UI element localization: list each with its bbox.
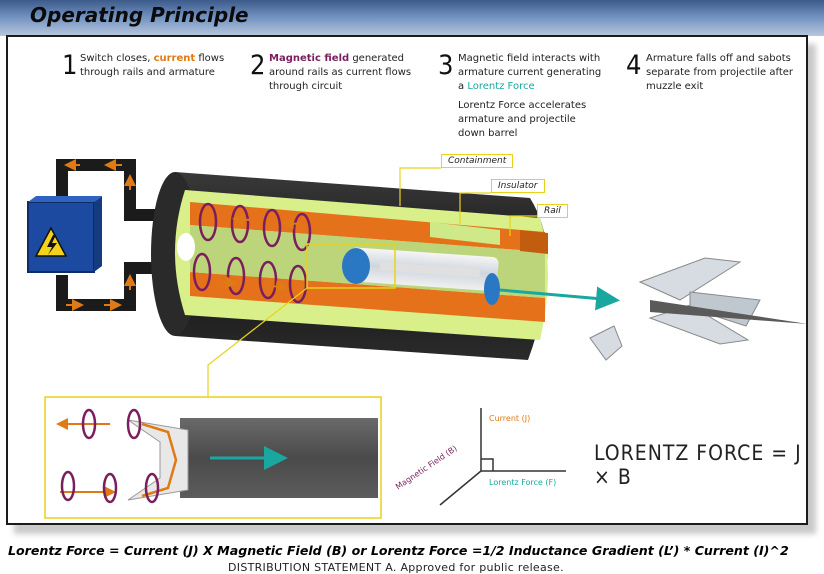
field-loop-2 (230, 204, 250, 244)
step-1-text-pre: Switch closes, (80, 53, 154, 64)
zoom-field-loop-5 (144, 472, 160, 504)
zoom-leader-line (207, 287, 308, 397)
zoom-armature (127, 419, 189, 501)
label-insulator: Insulator (491, 179, 545, 193)
distribution-statement: DISTRIBUTION STATEMENT A. Approved for p… (228, 561, 564, 574)
step-4-number: 4 (626, 50, 642, 81)
circuit-wire-top (56, 159, 160, 221)
armature-blue (342, 248, 370, 284)
step-1-highlight-current: current (153, 53, 196, 64)
step-2-text: Magnetic field generated around rails as… (269, 52, 419, 94)
step-3-text: Magnetic field interacts with armature c… (458, 52, 608, 94)
sabot-top (638, 257, 742, 301)
high-voltage-icon (47, 235, 57, 255)
armature-projectile (342, 247, 620, 311)
step-2-highlight-field: Magnetic field (269, 53, 350, 64)
power-circuit (27, 159, 160, 311)
field-loop-1 (198, 202, 218, 242)
field-loop-4 (292, 212, 312, 252)
label-containment: Containment (441, 154, 514, 168)
bore-end-top (520, 230, 548, 254)
insulator-block (430, 222, 500, 245)
step-3-extra: Lorentz Force accelerates armature and p… (458, 100, 587, 139)
rail-current-arrow-2 (282, 217, 301, 230)
step-1-number: 1 (62, 50, 78, 81)
rail-current-arrow-1 (232, 213, 251, 226)
step-3-number: 3 (438, 50, 454, 81)
power-box-top (28, 196, 102, 202)
rail-current-arrow-3 (219, 276, 238, 289)
projectile-dart (650, 300, 808, 324)
vector-axes (439, 408, 566, 506)
insulator-leader (459, 192, 491, 224)
circuit-wire-bottom (56, 262, 160, 311)
power-box-side (94, 196, 102, 272)
step-3-highlight-lorentz: Lorentz Force (467, 81, 535, 92)
caption: Lorentz Force = Current (J) X Magnetic F… (8, 543, 789, 558)
magnetic-field-loops (192, 202, 312, 304)
page-title: Operating Principle (30, 3, 249, 27)
step-4-text: Armature falls off and sabots separate f… (646, 53, 794, 92)
step-1-text: Switch closes, current flows through rai… (80, 52, 230, 80)
lorentz-formula: LORENTZ FORCE = J × B (594, 441, 802, 489)
zoom-current-path (141, 422, 178, 498)
axis-label-force: Lorentz Force (F) (489, 478, 557, 487)
power-supply-box (27, 201, 95, 273)
header-banner (0, 0, 824, 36)
projectile-launch-arrow (499, 286, 620, 311)
field-loop-6 (226, 256, 246, 296)
label-rail: Rail (537, 204, 568, 218)
zoom-inset (44, 396, 382, 519)
projectile-core (379, 262, 481, 278)
armature-fragment (589, 325, 623, 361)
zoom-region-marker (306, 243, 396, 289)
barrel-bore-breech-opening (177, 233, 195, 261)
step-2-text-post: generated around rails as current flows … (269, 53, 412, 92)
rail-leader (509, 215, 537, 236)
rail-current-arrow-4 (269, 280, 288, 293)
zoom-field-loop-2 (126, 408, 142, 440)
axis-right-angle (481, 458, 494, 471)
axis-label-current: Current (J) (489, 414, 531, 423)
rail-current-arrows (219, 213, 301, 293)
containment-leader (399, 167, 441, 206)
projectile-cap (484, 273, 500, 305)
zoom-field-loop-4 (102, 472, 118, 504)
field-loop-5 (192, 252, 212, 292)
zoom-field-loop-3 (60, 470, 76, 502)
step-2-number: 2 (250, 50, 266, 81)
field-loop-8 (288, 264, 308, 304)
field-loop-7 (258, 260, 278, 300)
step-1-text-post: flows through rails and armature (80, 53, 225, 78)
field-loop-3 (262, 208, 282, 248)
zoom-field-loop-1 (81, 408, 97, 440)
axis-field (439, 470, 482, 506)
sabots-exit (589, 257, 808, 361)
step-3-text-pre: Magnetic field interacts with armature c… (458, 53, 602, 92)
